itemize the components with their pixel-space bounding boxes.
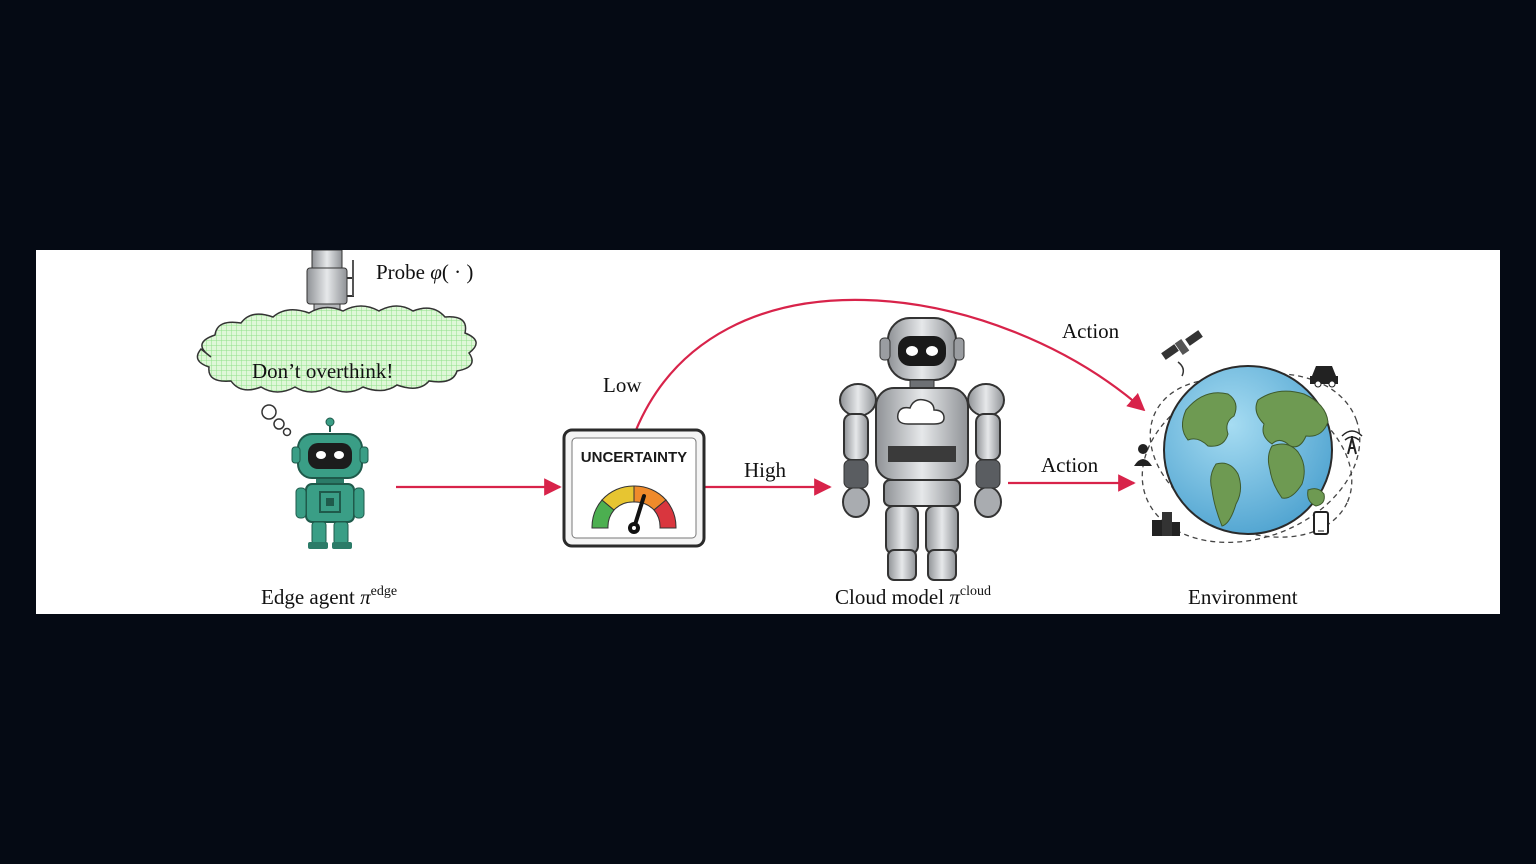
edge-agent-superscript: edge [370, 584, 398, 599]
cloud-model-label-text: Cloud model [835, 585, 945, 609]
edge-agent-symbol: π [360, 585, 371, 609]
probe-label-text: Probe [376, 260, 425, 284]
pipeline-figure: UNCERTAINTY [36, 250, 1500, 614]
uncertainty-gauge-icon: UNCERTAINTY [562, 428, 706, 548]
gauge-title: UNCERTAINTY [581, 449, 687, 466]
car-icon [1310, 366, 1338, 388]
action-bottom-label: Action [1041, 453, 1099, 477]
diagram-canvas: UNCERTAINTY [196, 250, 1363, 581]
cloud-model-symbol: π [949, 585, 960, 609]
environment-label: Environment [1188, 585, 1298, 609]
probe-label: Probe φ( · ) [376, 262, 473, 283]
thought-text: Don’t overthink! [252, 359, 394, 383]
low-arrow [634, 298, 1146, 431]
cloud-model-superscript: cloud [959, 584, 991, 599]
thought-bubble [196, 305, 477, 437]
person-icon [1134, 444, 1152, 466]
antenna-icon [1341, 430, 1363, 455]
phone-icon [1313, 511, 1329, 535]
probe-args: ( · ) [441, 260, 474, 284]
buildings-icon [1152, 512, 1180, 536]
action-top-label: Action [1062, 319, 1120, 343]
probe-symbol: φ [430, 260, 442, 284]
satellite-icon [1161, 330, 1203, 377]
edge-robot-icon [291, 417, 369, 549]
high-label: High [744, 458, 786, 482]
cloud-model-label: Cloud model πcloud [835, 584, 991, 609]
cloud-robot-icon [839, 317, 1005, 581]
edge-agent-label-text: Edge agent [261, 585, 355, 609]
flow-arrows [396, 298, 1146, 496]
edge-agent-label: Edge agent πedge [261, 584, 398, 609]
environment-globe-icon [1134, 330, 1363, 544]
low-label: Low [603, 373, 642, 397]
